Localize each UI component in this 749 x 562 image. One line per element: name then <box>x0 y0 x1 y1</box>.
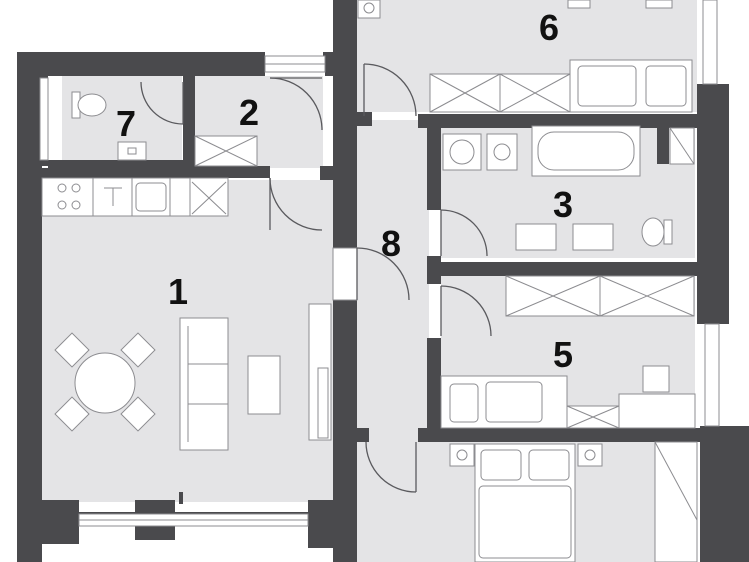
wall-room5-bottom <box>418 428 708 442</box>
doors <box>140 63 492 493</box>
bed-icon <box>569 59 693 113</box>
room-label-entry: 2 <box>239 92 259 133</box>
wall-room6-left <box>333 0 357 24</box>
window-right-room6 <box>702 0 718 85</box>
bathtub-icon <box>531 125 641 177</box>
wall-bottom-left-block <box>17 500 79 544</box>
kitchen-tap-icon <box>104 187 122 206</box>
nightstand-icon <box>449 443 603 467</box>
door-bottom-room[interactable] <box>365 441 417 493</box>
wall-corridor-top <box>418 114 708 128</box>
toilet-icon <box>71 91 107 119</box>
room-labels: 1 2 3 5 6 7 8 <box>116 7 573 375</box>
sink-icon <box>135 182 167 212</box>
sink-icon <box>515 223 614 251</box>
kitchen-counter <box>41 177 229 217</box>
door-living-corridor[interactable] <box>356 247 410 301</box>
window-corridor-left <box>332 247 358 301</box>
wall-room5-left-a <box>427 338 441 440</box>
furniture <box>41 0 698 562</box>
wall-living-right-stub <box>320 166 333 180</box>
wall-bottom-right-block <box>308 500 357 548</box>
wardrobe-icon <box>654 441 698 562</box>
tv-unit-icon <box>317 367 329 439</box>
washing-machine-icon <box>442 133 518 171</box>
wall-kitchen-top <box>42 168 270 178</box>
room-label-bathroom: 3 <box>553 184 573 225</box>
windows <box>39 0 720 527</box>
wardrobe-icon <box>194 135 258 167</box>
wall-right-upper <box>697 84 729 324</box>
cooktop-icon <box>57 183 81 210</box>
wall-bottom-room-door-stub <box>357 428 369 442</box>
storage-icon <box>669 127 695 165</box>
room-label-corridor: 8 <box>381 223 401 264</box>
toilet-icon <box>641 217 673 247</box>
sofa-icon <box>179 317 229 451</box>
room-label-living: 1 <box>168 271 188 312</box>
room-label-room5: 5 <box>553 334 573 375</box>
room-label-wc: 7 <box>116 103 136 144</box>
fridge-icon <box>191 181 227 215</box>
window-left <box>39 77 49 161</box>
wall-central-a <box>333 0 357 248</box>
wall-left-outer <box>17 52 42 562</box>
wall-bath-inner-nook <box>657 128 669 164</box>
door-kitchen[interactable] <box>269 177 323 231</box>
bed-icon <box>440 375 568 429</box>
room-label-room6: 6 <box>539 7 559 48</box>
nightstand-icon <box>357 0 673 19</box>
door-room6[interactable] <box>363 63 417 117</box>
door-wc[interactable] <box>140 81 184 125</box>
door-bathroom[interactable] <box>440 209 488 257</box>
radiators <box>179 492 183 504</box>
door-entry[interactable] <box>269 77 323 131</box>
wall-bath-bottom <box>427 262 697 276</box>
bed-icon <box>474 443 576 562</box>
wall-wc-bottom <box>48 160 195 168</box>
dining-table-icon <box>54 332 156 432</box>
door-room5[interactable] <box>440 285 492 337</box>
coffee-table-icon <box>247 355 281 415</box>
window-right-room5 <box>704 323 720 427</box>
wall-room6-bottom <box>357 112 372 126</box>
desk-icon <box>566 365 696 429</box>
wardrobe-icon <box>429 73 571 113</box>
wall-top-left <box>17 52 265 76</box>
wardrobe-icon <box>505 275 695 317</box>
wall-wc-entry <box>183 76 195 168</box>
wall-bath-left-a <box>427 128 441 210</box>
wall-right-lower <box>700 426 749 562</box>
sink-icon <box>117 141 147 161</box>
